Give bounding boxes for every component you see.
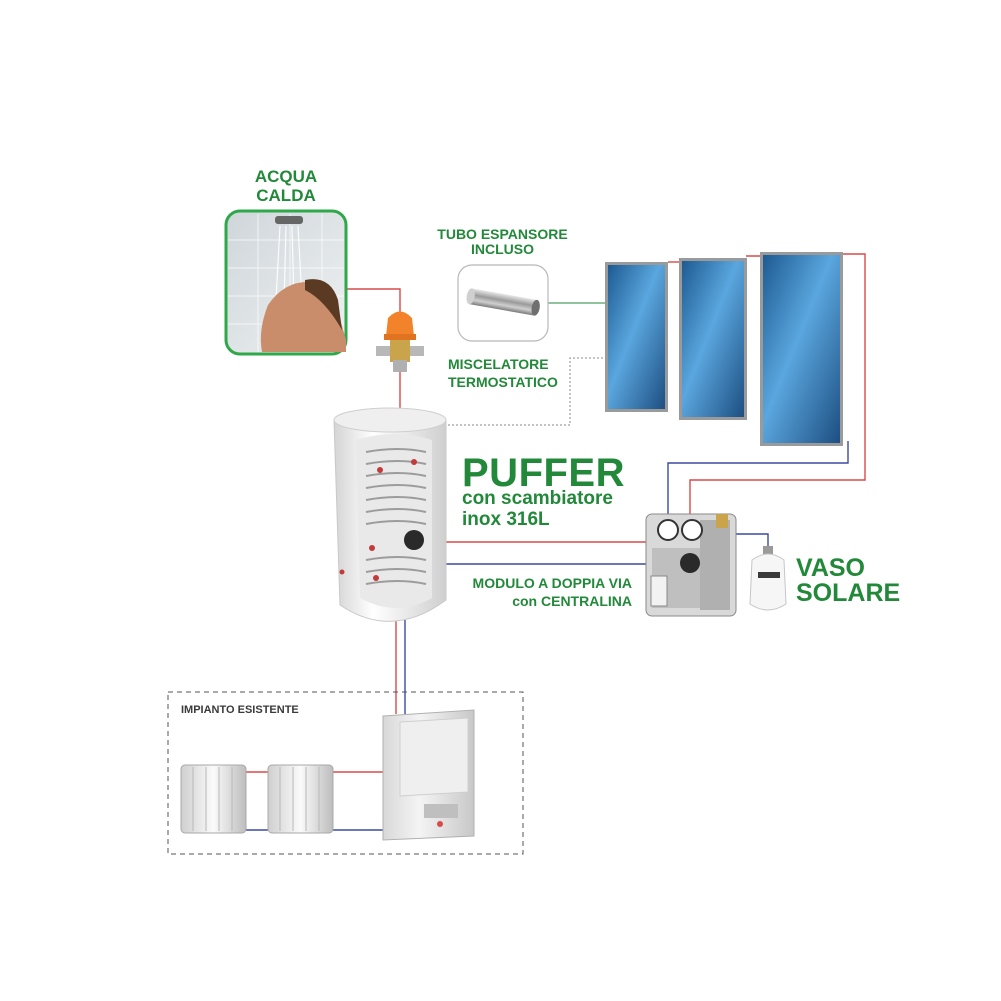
puffer-tank [333,407,447,622]
hot-water-label: ACQUA CALDA [246,167,326,205]
module-label: MODULO A DOPPIA VIA con CENTRALINA [440,575,632,610]
wall-boiler [382,709,475,841]
coil [365,448,427,585]
radiator-1 [180,764,247,834]
hot-water-pipe [345,288,401,315]
existing-system-frame [167,691,524,855]
vessel-label: VASO SOLARE [796,556,900,606]
mixer-label-line1: MISCELATORE [448,356,549,372]
solar-panel-1 [605,262,668,412]
pump-station-module [645,513,737,617]
panel-cold-pipe [667,441,849,522]
thermostatic-mixing-valve [376,311,424,372]
existing-system-label: IMPIANTO ESISTENTE [181,704,299,716]
hot-water-label-line1: ACQUA [254,167,318,186]
vessel-label-line2: SOLARE [796,579,901,607]
expansion-tube-label: TUBO ESPANSORE INCLUSO [425,226,580,258]
hot-water-label-line2: CALDA [256,185,316,205]
module-label-line1: MODULO A DOPPIA VIA [472,575,632,591]
vessel-label-line1: VASO [796,554,865,582]
puffer-title: PUFFER [462,451,625,495]
solar-expansion-vessel [749,546,787,611]
module-vessel-pipe [736,533,769,548]
solar-panel-3 [760,252,843,446]
solar-thermal-collectors [605,252,843,446]
radiator-2 [267,764,334,834]
mixer-label-line2: TERMOSTATICO [448,374,558,391]
panel-hot-pipe [689,253,866,522]
shower-photo [224,209,348,356]
expansion-tube-label-line2: INCLUSO [471,241,534,258]
expansion-tube-label-line1: TUBO ESPANSORE [437,226,568,242]
mixer-leader [440,357,605,426]
puffer-subtitle: con scambiatore inox 316L [462,488,613,531]
solar-panel-2 [679,258,747,420]
mixer-label: MISCELATORE TERMOSTATICO [448,356,578,391]
puffer-subtitle-line2: inox 316L [462,508,550,530]
puffer-subtitle-line1: con scambiatore [462,488,613,509]
expansion-tube [457,264,549,342]
module-label-line2: con CENTRALINA [512,593,632,610]
